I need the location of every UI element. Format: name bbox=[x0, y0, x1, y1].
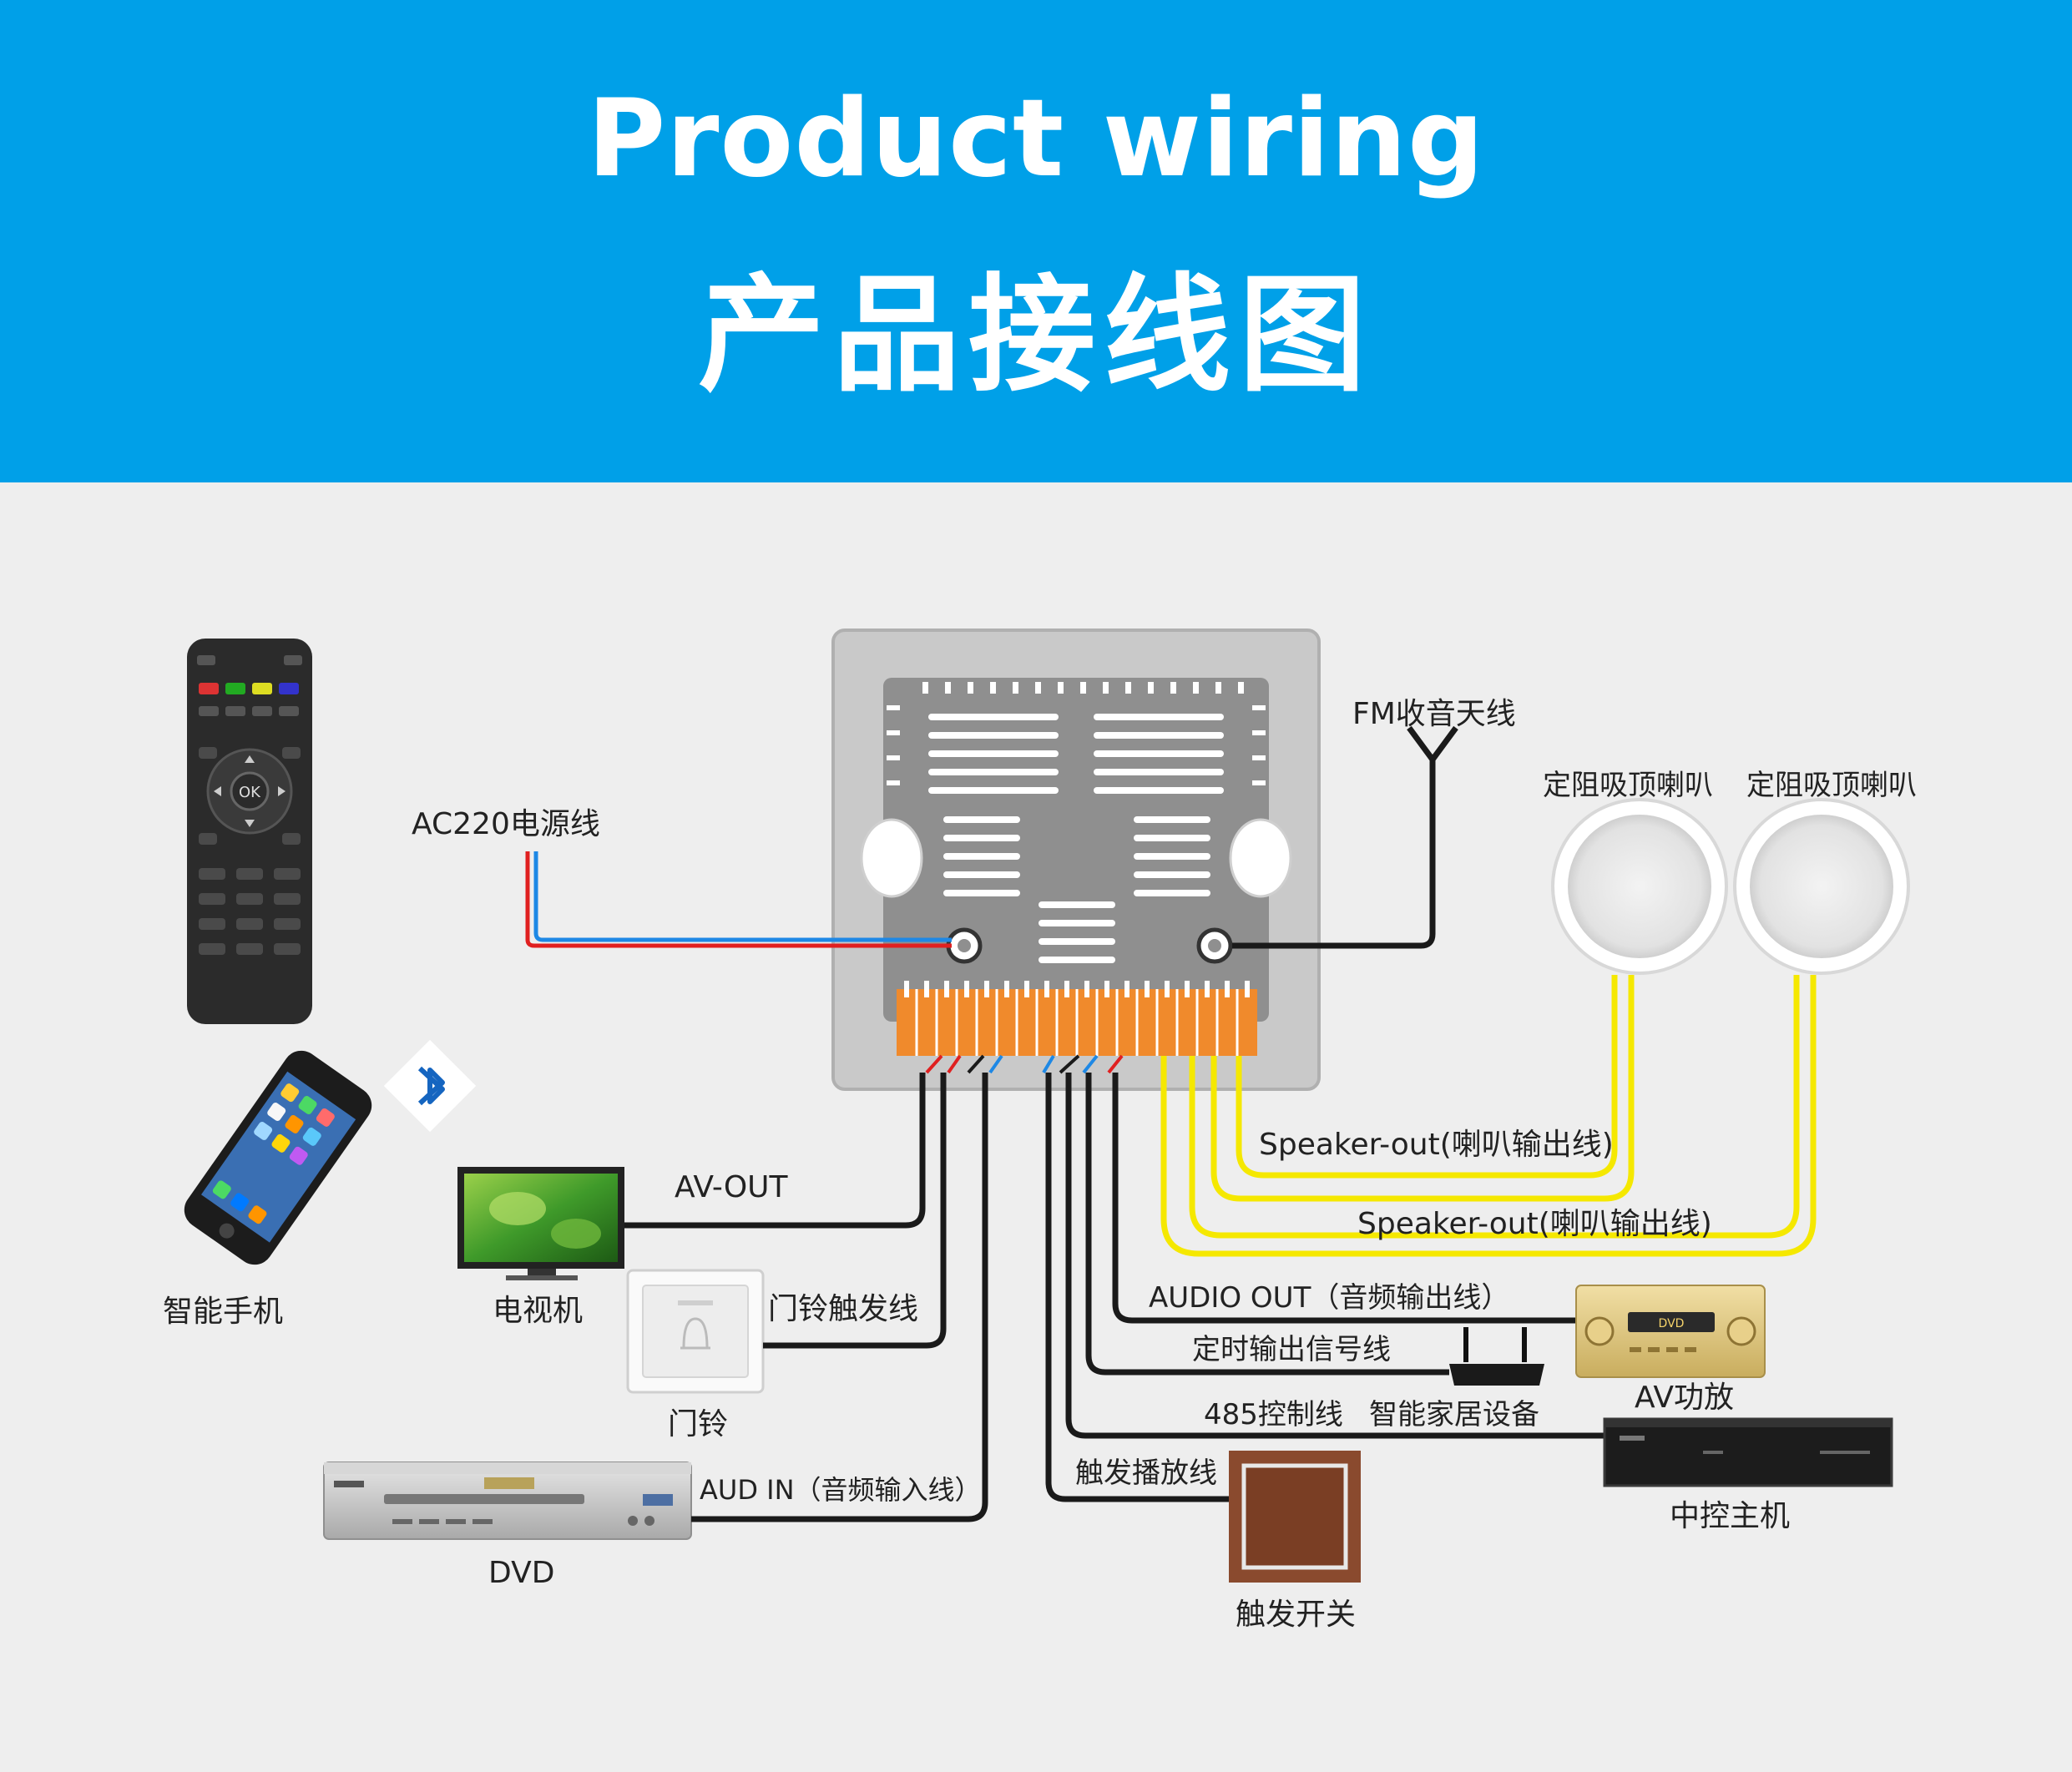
speaker-wire-b2 bbox=[1236, 975, 1618, 1179]
remote-control-icon: OK bbox=[187, 639, 312, 1024]
label-aud-in: AUD IN（音频输入线） bbox=[700, 1474, 982, 1506]
ceiling-speaker-icon bbox=[1733, 798, 1910, 975]
amplifier-icon: DVD bbox=[1575, 1285, 1766, 1378]
label-speaker-out-2: Speaker-out(喇叭输出线) bbox=[1357, 1207, 1712, 1241]
label-doorbell: 门铃 bbox=[668, 1407, 728, 1441]
dvd-player-icon bbox=[323, 1462, 692, 1540]
trigger-switch-icon bbox=[1229, 1451, 1361, 1583]
label-tv: 电视机 bbox=[493, 1294, 583, 1328]
central-host-icon bbox=[1603, 1417, 1893, 1487]
label-av-out: AV-OUT bbox=[675, 1170, 789, 1204]
title-chinese: 产品接线图 bbox=[698, 261, 1374, 409]
tv-icon bbox=[457, 1167, 624, 1280]
av-out-wire bbox=[624, 1073, 926, 1229]
amp-display: DVD bbox=[1659, 1317, 1685, 1330]
label-smartphone: 智能手机 bbox=[163, 1295, 283, 1329]
label-doorbell-trigger: 门铃触发线 bbox=[768, 1292, 918, 1326]
label-av-amp: AV功放 bbox=[1635, 1381, 1734, 1415]
antenna-icon bbox=[1232, 725, 1458, 949]
label-ac-power: AC220电源线 bbox=[412, 807, 600, 841]
label-audio-out: AUDIO OUT（音频输出线） bbox=[1149, 1281, 1509, 1315]
router-icon bbox=[1449, 1327, 1544, 1386]
speaker-wire-a1 bbox=[1160, 975, 1817, 1257]
header-banner: Product wiring 产品接线图 bbox=[0, 0, 2072, 482]
label-speaker-out-1: Speaker-out(喇叭输出线) bbox=[1259, 1128, 1614, 1162]
label-smart-home: 智能家居设备 bbox=[1369, 1398, 1539, 1431]
ceiling-speaker-icon bbox=[1551, 798, 1728, 975]
label-trigger-play: 触发播放线 bbox=[1075, 1456, 1217, 1490]
remote-ok-label: OK bbox=[239, 784, 261, 801]
doorbell-icon bbox=[626, 1269, 765, 1394]
timer-signal-wire bbox=[1085, 1073, 1449, 1376]
speaker-wire-b1 bbox=[1210, 975, 1635, 1202]
ac-power-wire bbox=[525, 851, 952, 948]
label-central-host: 中控主机 bbox=[1670, 1499, 1790, 1533]
label-dvd: DVD bbox=[488, 1556, 554, 1590]
bluetooth-icon bbox=[383, 1039, 477, 1133]
trigger-play-wire bbox=[1045, 1073, 1229, 1502]
rs485-wire bbox=[1065, 1073, 1605, 1439]
smartphone-icon bbox=[184, 1050, 372, 1265]
label-speaker-1: 定阻吸顶喇叭 bbox=[1543, 769, 1713, 802]
label-timer-signal: 定时输出信号线 bbox=[1192, 1333, 1391, 1366]
doorbell-trigger-wire bbox=[763, 1073, 947, 1349]
label-speaker-2: 定阻吸顶喇叭 bbox=[1746, 769, 1917, 802]
control-panel-unit bbox=[831, 629, 1321, 1091]
label-trigger-switch: 触发开关 bbox=[1236, 1598, 1356, 1632]
speaker-wire-a2 bbox=[1189, 975, 1800, 1239]
title-english: Product wiring bbox=[587, 77, 1485, 201]
aud-in-wire bbox=[691, 1073, 988, 1522]
audio-out-wire bbox=[1112, 1073, 1576, 1324]
label-rs485: 485控制线 bbox=[1204, 1398, 1343, 1431]
label-fm-antenna: FM收音天线 bbox=[1352, 697, 1516, 731]
